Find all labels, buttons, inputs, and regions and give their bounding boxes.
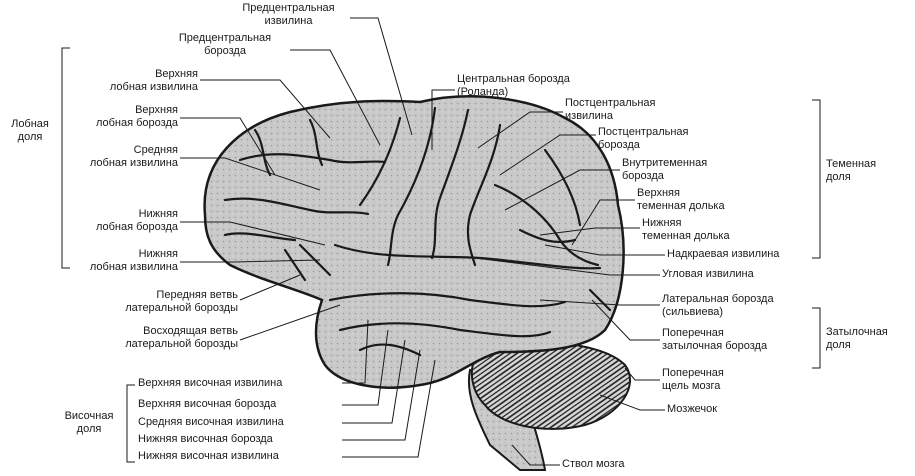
label-parietal-lobe: Теменная доля [826,158,877,183]
label-brainstem: Ствол мозга [562,458,625,470]
label-superior-temporal-sulcus: Верхняя височная борозда [138,398,277,410]
label-superior-temporal-gyrus: Верхняя височная извилина [138,377,283,389]
label-postcentral-gyrus: Постцентральная извилина [565,97,656,122]
label-angular-gyrus: Угловая извилина [662,268,754,280]
label-temporal-lobe: Височная доля [64,410,114,435]
label-precentral-sulcus: Предцентральная борозда [178,32,272,57]
label-transverse-fissure: Поперечная щель мозга [662,367,724,392]
label-inferior-frontal-sulcus: Нижняя лобная борозда [95,208,178,233]
label-central-sulcus: Центральная борозда (Роланда) [457,73,570,98]
label-inferior-frontal-gyrus: Нижняя лобная извилина [89,248,178,273]
label-cerebellum: Мозжечок [667,403,718,415]
label-inferior-temporal-gyrus: Нижняя височная извилина [138,450,279,462]
label-inferior-temporal-sulcus: Нижняя височная борозда [138,433,273,445]
label-supramarginal-gyrus: Надкраевая извилина [667,248,780,260]
label-superior-frontal-gyrus: Верхняя лобная извилина [109,68,198,93]
lobe-brackets [61,47,821,463]
label-postcentral-sulcus: Постцентральная борозда [598,126,689,151]
label-inferior-parietal-lobule: Нижняя теменная долька [642,217,730,242]
leader-lines [180,17,665,466]
label-middle-frontal-gyrus: Средняя лобная извилина [89,144,178,169]
sulci-lines [223,106,612,357]
label-lateral-sulcus: Латеральная борозда (сильвиева) [662,293,774,318]
label-occipital-lobe: Затылочная доля [826,326,888,351]
label-middle-temporal-gyrus: Средняя височная извилина [138,416,284,428]
label-ascending-ramus: Восходящая ветвь латеральной борозды [125,325,238,350]
cerebrum-shape [203,95,625,389]
label-transverse-occipital-sulcus: Поперечная затылочная борозда [662,327,768,352]
label-frontal-lobe: Лобная доля [11,118,49,143]
label-superior-parietal-lobule: Верхняя теменная долька [637,187,725,212]
label-anterior-ramus: Передняя ветвь латеральной борозды [125,289,238,314]
label-precentral-gyrus: Предцентральная извилина [242,2,335,27]
label-superior-frontal-sulcus: Верхняя лобная борозда [95,104,178,129]
label-intraparietal-sulcus: Внутритеменная борозда [622,157,708,182]
